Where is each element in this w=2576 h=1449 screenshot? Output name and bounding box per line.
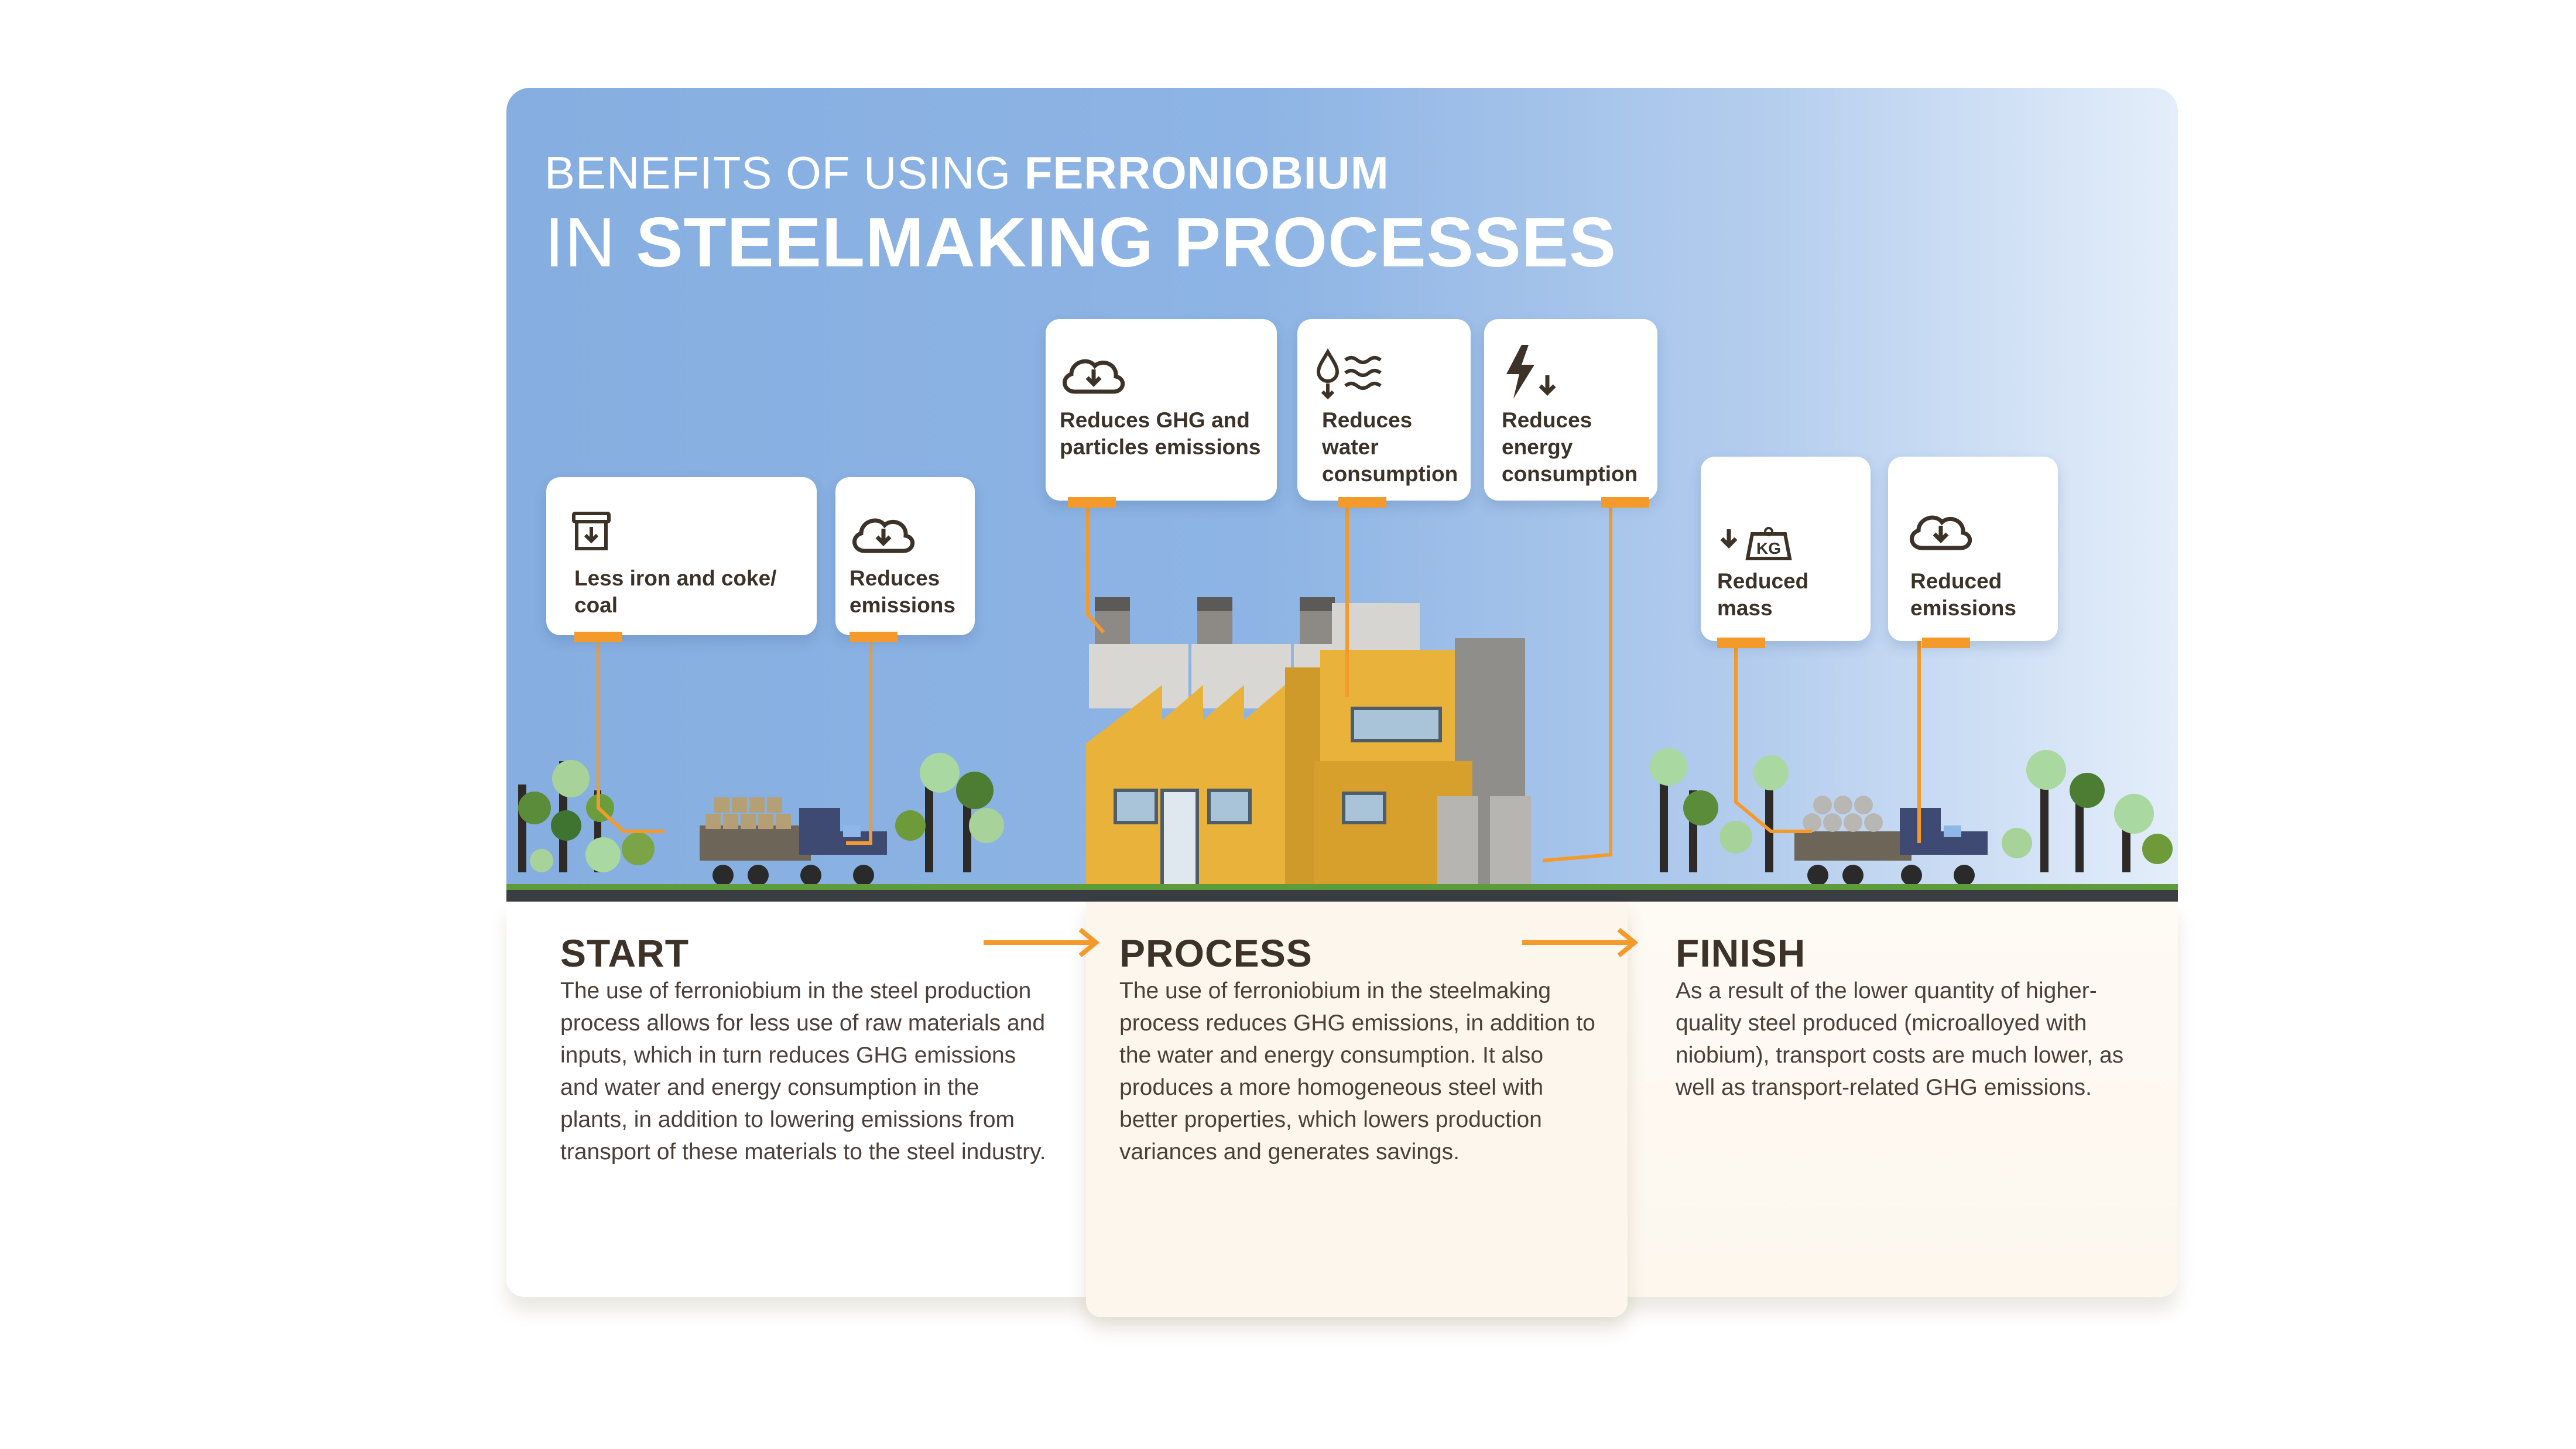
card-tab: [1338, 497, 1386, 508]
card-label-water: Reduces water consumption: [1322, 408, 1458, 486]
truck-left: [700, 797, 887, 886]
finish-heading: FINISH: [1676, 931, 1806, 975]
process-body: The use of ferroniobium in the steelmaki…: [1119, 978, 1595, 1164]
truck-right: [1794, 796, 1988, 886]
water-drop-waves-icon: [1316, 348, 1382, 400]
card-tab: [1601, 497, 1649, 508]
card-water: Reduces water consumption: [1297, 319, 1471, 508]
title-line-2: IN STEELMAKING PROCESSES: [544, 202, 1616, 283]
arrow-right-icon: [1522, 927, 1639, 958]
arrow-right-icon: [984, 927, 1100, 958]
ground-road: [506, 890, 2178, 903]
finish-panel-bg: [1628, 902, 2178, 1297]
process-panel: [1086, 902, 1628, 1317]
process-heading: PROCESS: [1119, 931, 1313, 975]
kg-label: KG: [1756, 539, 1781, 557]
card-label-start-emissions: Reduces emissions: [849, 566, 955, 617]
scene-illustration: [518, 498, 2173, 902]
card-tab: [574, 632, 622, 642]
card-ghg-particles: Reduces GHG and particles emissions: [1046, 319, 1277, 508]
card-tab: [1922, 638, 1970, 648]
card-less-iron-coke: Less iron and coke/ coal: [546, 477, 817, 642]
card-label-mass: Reduced mass: [1717, 569, 1809, 620]
cloud-down-icon: [1910, 515, 1972, 550]
title-line-1-bold: FERRONIOBIUM: [1024, 147, 1389, 198]
archive-down-icon: [572, 512, 611, 550]
finish-body: As a result of the lower quantity of hig…: [1676, 978, 2124, 1100]
factory: [1080, 597, 1549, 902]
card-label-finish-emissions: Reduced emissions: [1910, 569, 2016, 620]
card-label-ghg-particles: Reduces GHG and particles emissions: [1060, 408, 1261, 459]
card-tab: [849, 632, 898, 642]
title-line-2-light: IN: [544, 203, 636, 282]
trees-left: [518, 760, 655, 872]
weight-kg-down-icon: KG: [1720, 527, 1792, 560]
connector-lines: [597, 498, 1921, 862]
trees-far-right: [2002, 750, 2173, 872]
card-tab: [1717, 638, 1765, 648]
title-line-1: BENEFITS OF USING FERRONIOBIUM: [544, 146, 1389, 200]
card-mass: KG Reduced mass: [1701, 457, 1871, 648]
lightning-down-icon: [1506, 345, 1556, 399]
start-heading: START: [560, 931, 690, 975]
trees-right: [1650, 748, 1789, 872]
cloud-down-icon: [1063, 359, 1125, 394]
start-body: The use of ferroniobium in the steel pro…: [560, 978, 1046, 1164]
card-finish-emissions: Reduced emissions: [1888, 457, 2058, 648]
card-tab: [1068, 497, 1116, 508]
card-label-less-iron-coke: Less iron and coke/ coal: [574, 566, 777, 617]
card-start-emissions: Reduces emissions: [835, 477, 975, 642]
trees-mid-left: [895, 753, 1004, 872]
card-energy: Reduces energy consumption: [1484, 319, 1657, 508]
card-label-energy: Reduces energy consumption: [1502, 408, 1638, 486]
title-line-2-bold: STEELMAKING PROCESSES: [636, 203, 1616, 282]
title-line-1-light: BENEFITS OF USING: [544, 147, 1025, 198]
cloud-down-icon: [852, 518, 914, 553]
